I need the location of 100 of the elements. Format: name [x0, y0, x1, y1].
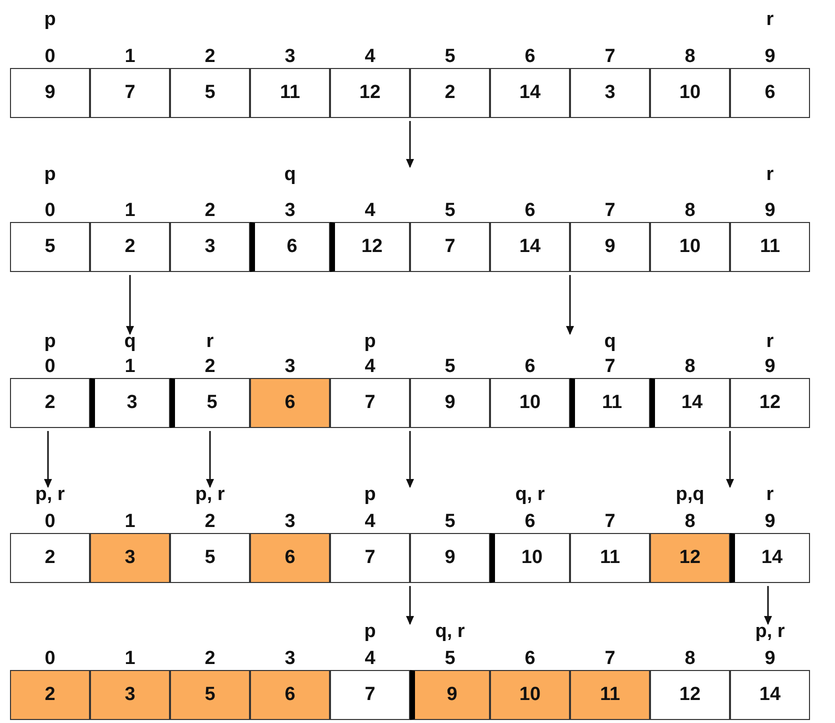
index-label: 9 — [764, 201, 776, 221]
arrow — [726, 431, 734, 488]
index-label: 5 — [444, 649, 456, 669]
array-cell — [250, 68, 330, 118]
cell-value: 11 — [598, 547, 622, 569]
index-label: 0 — [44, 649, 56, 669]
array-cell — [90, 378, 170, 428]
array-cell — [730, 670, 810, 720]
cell-value: 3 — [124, 547, 136, 569]
index-label: 0 — [44, 357, 56, 377]
pointer-label: r — [206, 332, 214, 352]
array-cell — [570, 222, 650, 272]
index-label: 7 — [604, 47, 616, 67]
pointer-label: r — [766, 10, 774, 30]
index-label: 8 — [684, 649, 696, 669]
arrow — [44, 431, 52, 488]
arrow — [406, 121, 414, 168]
array-cell — [730, 533, 810, 583]
cell-value: 11 — [758, 236, 782, 258]
array-cell — [490, 222, 570, 272]
pointer-label: p,q — [676, 485, 704, 505]
array-cell — [330, 222, 410, 272]
index-label: 2 — [204, 512, 216, 532]
index-label: 6 — [524, 649, 536, 669]
arrow — [406, 431, 414, 488]
cell-value: 9 — [604, 236, 616, 258]
index-label: 9 — [764, 47, 776, 67]
cell-value: 6 — [284, 392, 296, 414]
cell-value: 14 — [758, 684, 782, 706]
index-label: 4 — [364, 512, 376, 532]
index-label: 3 — [284, 201, 296, 221]
array-cell — [330, 533, 410, 583]
cell-value: 12 — [360, 236, 384, 258]
pointer-label: p — [364, 332, 376, 352]
array-cell — [650, 68, 730, 118]
index-label: 5 — [444, 47, 456, 67]
array-cell — [170, 222, 250, 272]
array-cell — [490, 68, 570, 118]
index-label: 1 — [124, 357, 136, 377]
cell-value: 14 — [518, 236, 542, 258]
index-label: 8 — [684, 512, 696, 532]
index-label: 2 — [204, 47, 216, 67]
cell-value: 11 — [598, 684, 622, 706]
pointer-label: r — [766, 485, 774, 505]
pointer-label: p, r — [195, 485, 225, 505]
array-cell — [410, 378, 490, 428]
cell-value: 3 — [124, 684, 136, 706]
array-cell — [570, 68, 650, 118]
pointer-label: q — [604, 332, 616, 352]
cell-value: 5 — [204, 684, 216, 706]
cell-value: 5 — [204, 547, 216, 569]
cell-value: 9 — [444, 392, 456, 414]
cell-value: 3 — [126, 392, 138, 414]
index-label: 2 — [204, 357, 216, 377]
cell-value: 2 — [44, 547, 56, 569]
pointer-label: q — [284, 165, 296, 185]
index-label: 1 — [124, 512, 136, 532]
arrow — [566, 275, 574, 335]
array-cell — [490, 378, 570, 428]
index-label: 9 — [764, 357, 776, 377]
array-cell — [10, 222, 90, 272]
array-cell — [730, 378, 810, 428]
pointer-label: p — [364, 622, 376, 642]
array-cell — [330, 68, 410, 118]
cell-value: 6 — [284, 547, 296, 569]
cell-value: 7 — [124, 82, 136, 104]
cell-value: 2 — [44, 684, 56, 706]
cell-value: 5 — [44, 236, 56, 258]
cell-value: 9 — [444, 547, 456, 569]
index-label: 8 — [684, 201, 696, 221]
index-label: 9 — [764, 649, 776, 669]
index-label: 9 — [764, 512, 776, 532]
cell-value: 2 — [44, 392, 56, 414]
index-label: 4 — [364, 201, 376, 221]
index-label: 7 — [604, 512, 616, 532]
arrow — [764, 586, 772, 625]
array-cell — [570, 378, 650, 428]
array-cell — [90, 222, 170, 272]
cell-value: 6 — [286, 236, 298, 258]
cell-value: 5 — [204, 82, 216, 104]
cell-value: 2 — [444, 82, 456, 104]
array-cell — [250, 222, 330, 272]
arrow — [126, 275, 134, 335]
array-cell — [250, 378, 330, 428]
index-label: 1 — [124, 47, 136, 67]
pointer-label: r — [766, 165, 774, 185]
cell-value: 10 — [518, 684, 542, 706]
index-label: 7 — [604, 357, 616, 377]
array-cell — [330, 670, 410, 720]
array-cell — [570, 670, 650, 720]
index-label: 0 — [44, 512, 56, 532]
index-label: 4 — [364, 357, 376, 377]
index-label: 5 — [444, 201, 456, 221]
cell-value: 10 — [678, 82, 702, 104]
pointer-label: p — [364, 485, 376, 505]
index-label: 3 — [284, 512, 296, 532]
array-cell — [410, 222, 490, 272]
index-label: 1 — [124, 201, 136, 221]
cell-value: 9 — [44, 82, 56, 104]
index-label: 6 — [524, 47, 536, 67]
